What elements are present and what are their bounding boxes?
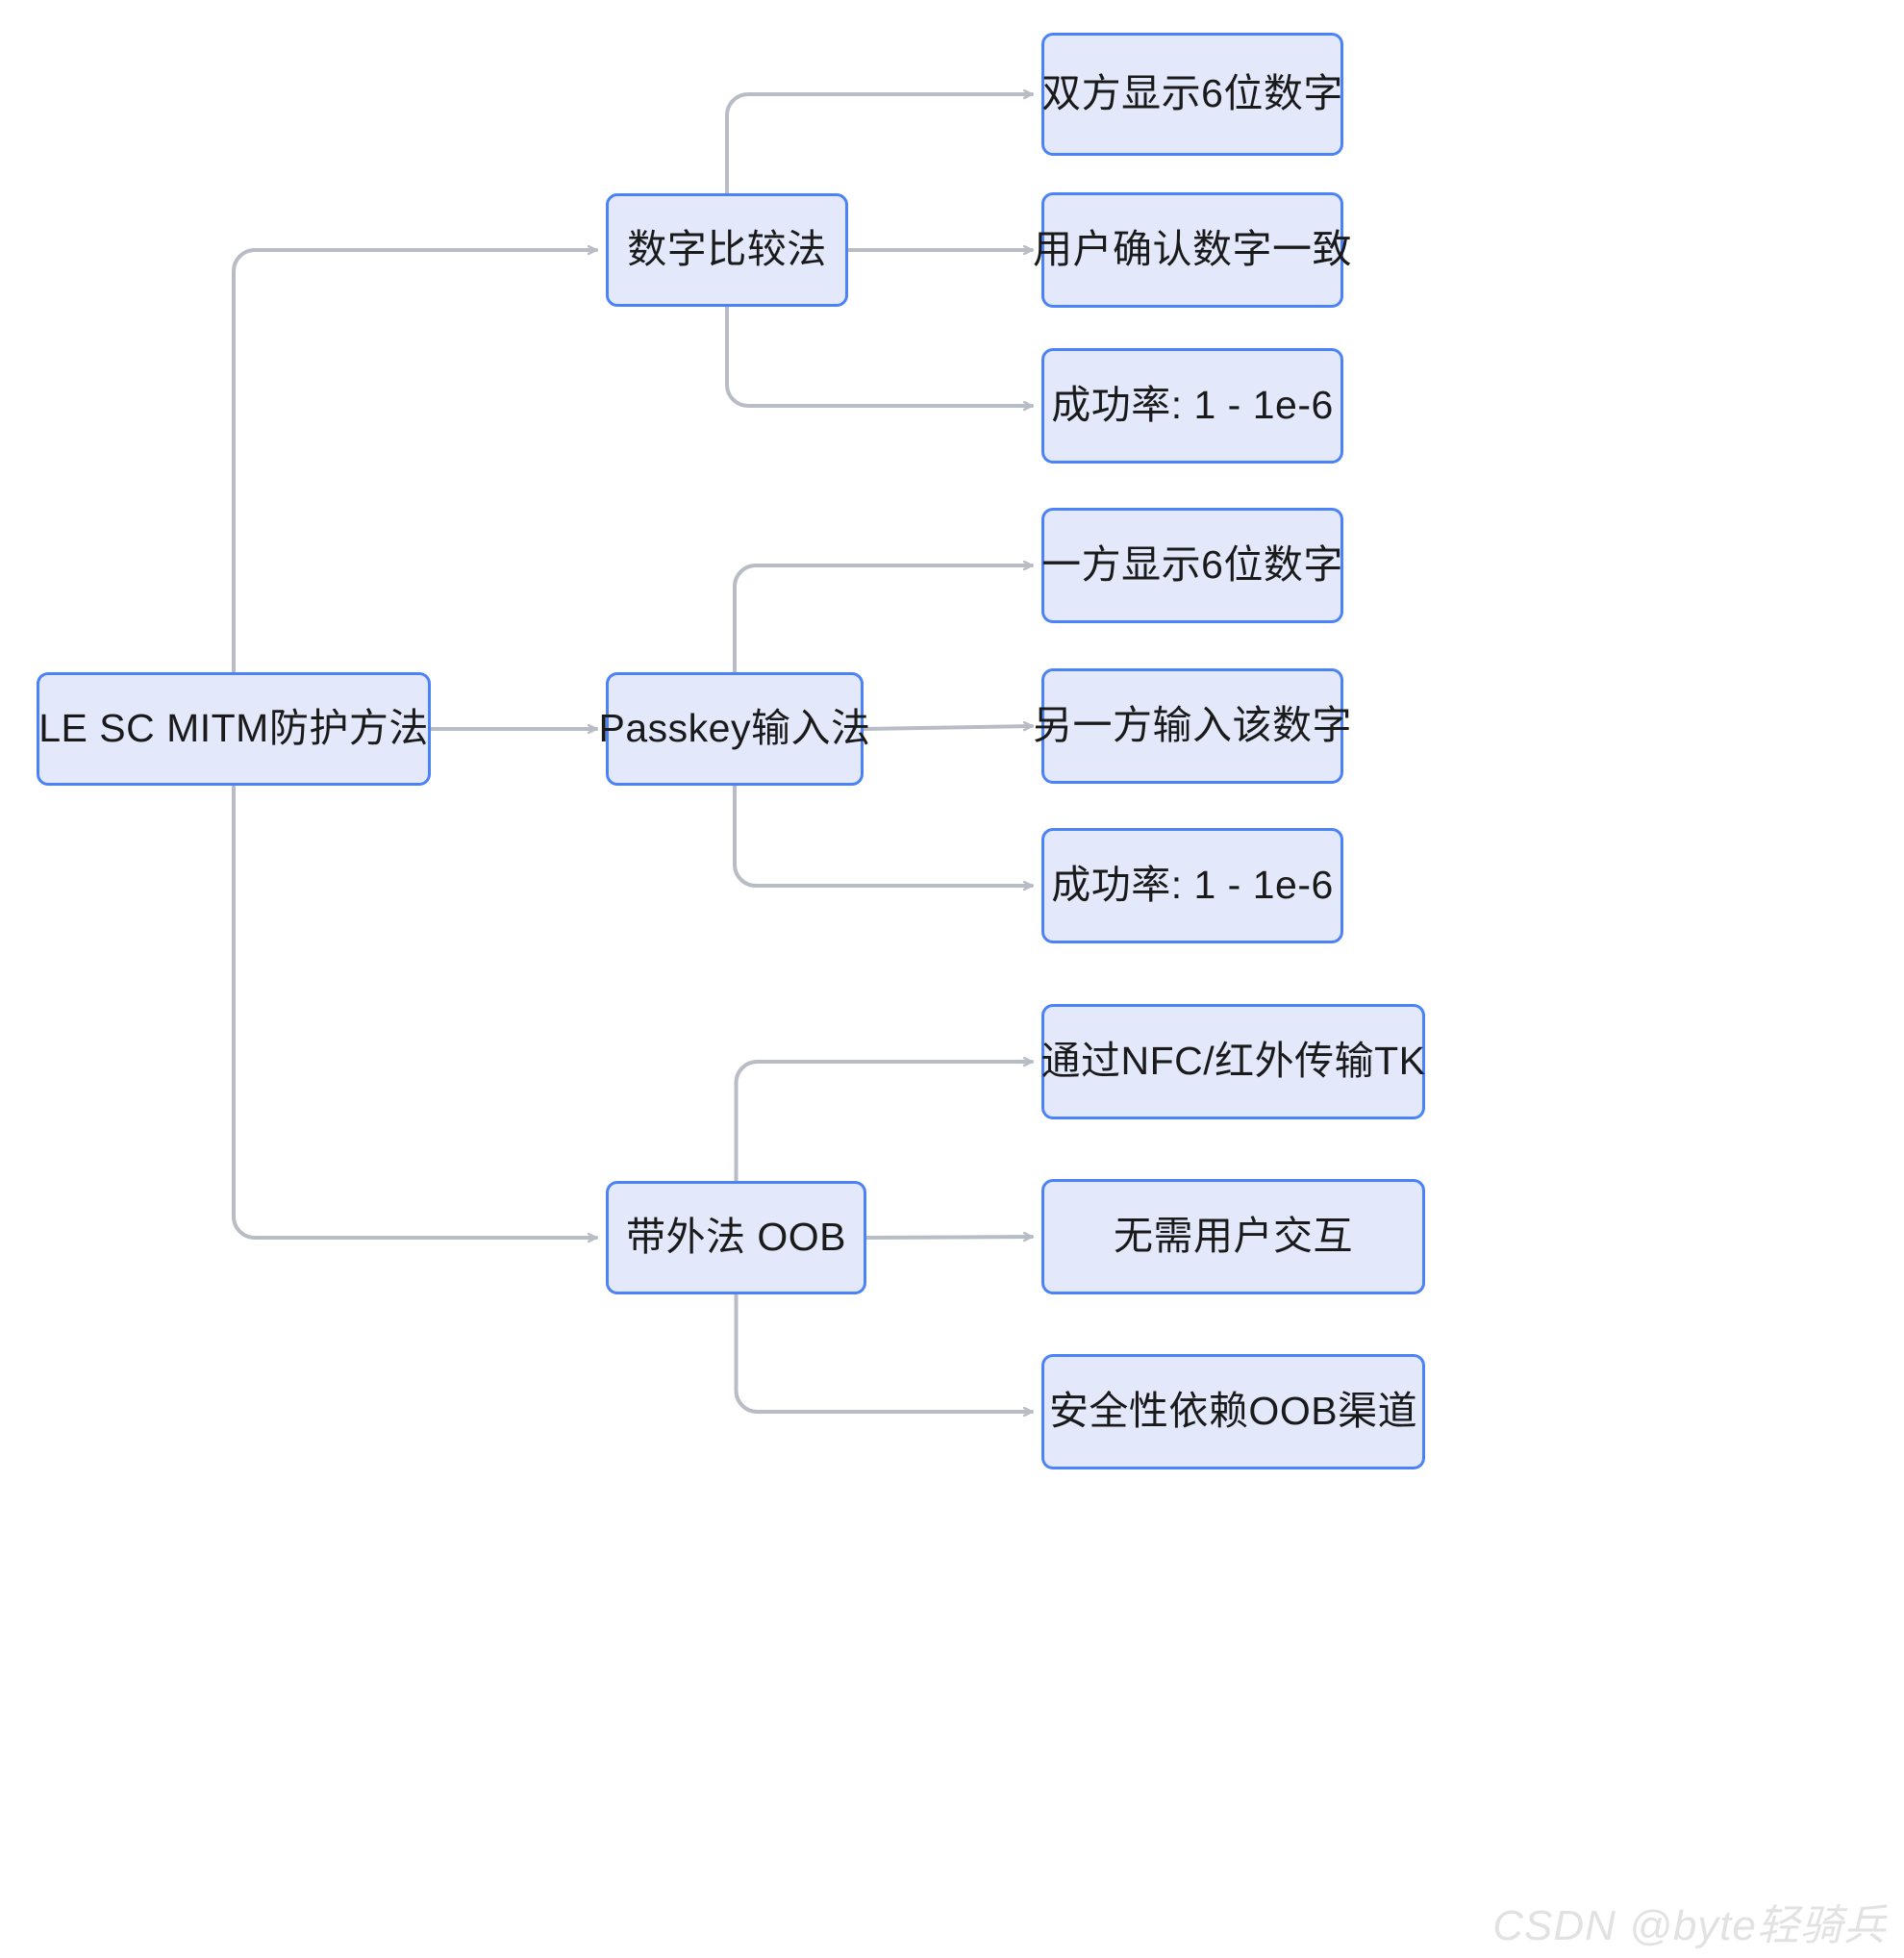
flow-node-label: 通过NFC/红外传输TK — [1040, 1039, 1426, 1084]
flow-edge-root-to-m1 — [232, 250, 598, 674]
flow-node-m1a[interactable]: 双方显示6位数字 — [1041, 33, 1343, 156]
flow-edge-m3-to-m3c — [734, 1293, 1034, 1412]
flow-node-m2b[interactable]: 另一方输入该数字 — [1033, 668, 1352, 784]
flow-edge-m1-to-m1c — [725, 305, 1034, 406]
flow-node-m3c[interactable]: 安全性依赖OOB渠道 — [1041, 1354, 1425, 1469]
flow-node-m3b[interactable]: 无需用户交互 — [1041, 1179, 1425, 1294]
flow-node-label: 带外法 OOB — [625, 1215, 847, 1260]
flow-node-m1[interactable]: 数字比较法 — [606, 193, 848, 307]
flow-edge-m3-to-m3a — [734, 1062, 1034, 1183]
flow-node-m2c[interactable]: 成功率: 1 - 1e-6 — [1041, 828, 1343, 943]
flow-edge-m3-to-m3b — [864, 1237, 1034, 1238]
flow-edge-m2-to-m2b — [862, 726, 1034, 729]
flow-node-m1b[interactable]: 用户确认数字一致 — [1033, 192, 1352, 308]
flow-node-label: 数字比较法 — [627, 227, 827, 272]
flow-node-label: 用户确认数字一致 — [1033, 227, 1352, 272]
flow-node-root[interactable]: LE SC MITM防护方法 — [37, 672, 431, 786]
flow-node-label: 成功率: 1 - 1e-6 — [1051, 863, 1334, 908]
flow-edge-root-to-m3 — [232, 784, 598, 1238]
flow-node-m1c[interactable]: 成功率: 1 - 1e-6 — [1041, 348, 1343, 464]
flow-node-m3a[interactable]: 通过NFC/红外传输TK — [1040, 1004, 1426, 1119]
flow-node-label: 另一方输入该数字 — [1033, 703, 1352, 748]
watermark-label: CSDN @byte轻骑兵 — [1492, 1902, 1887, 1949]
flow-edge-m2-to-m2a — [733, 565, 1034, 674]
flow-node-label: LE SC MITM防护方法 — [38, 706, 429, 751]
flow-node-label: 一方显示6位数字 — [1041, 542, 1343, 588]
flow-node-label: 安全性依赖OOB渠道 — [1048, 1389, 1418, 1434]
flow-node-label: 无需用户交互 — [1114, 1214, 1353, 1259]
flow-node-m3[interactable]: 带外法 OOB — [606, 1181, 866, 1294]
flow-node-m2[interactable]: Passkey输入法 — [599, 672, 870, 786]
flow-node-label: 成功率: 1 - 1e-6 — [1051, 383, 1334, 428]
flow-node-label: 双方显示6位数字 — [1041, 71, 1343, 116]
flow-node-m2a[interactable]: 一方显示6位数字 — [1041, 508, 1343, 623]
flow-edge-m1-to-m1a — [725, 94, 1034, 195]
flow-node-label: Passkey输入法 — [598, 706, 871, 751]
flow-edge-m2-to-m2c — [733, 784, 1034, 886]
